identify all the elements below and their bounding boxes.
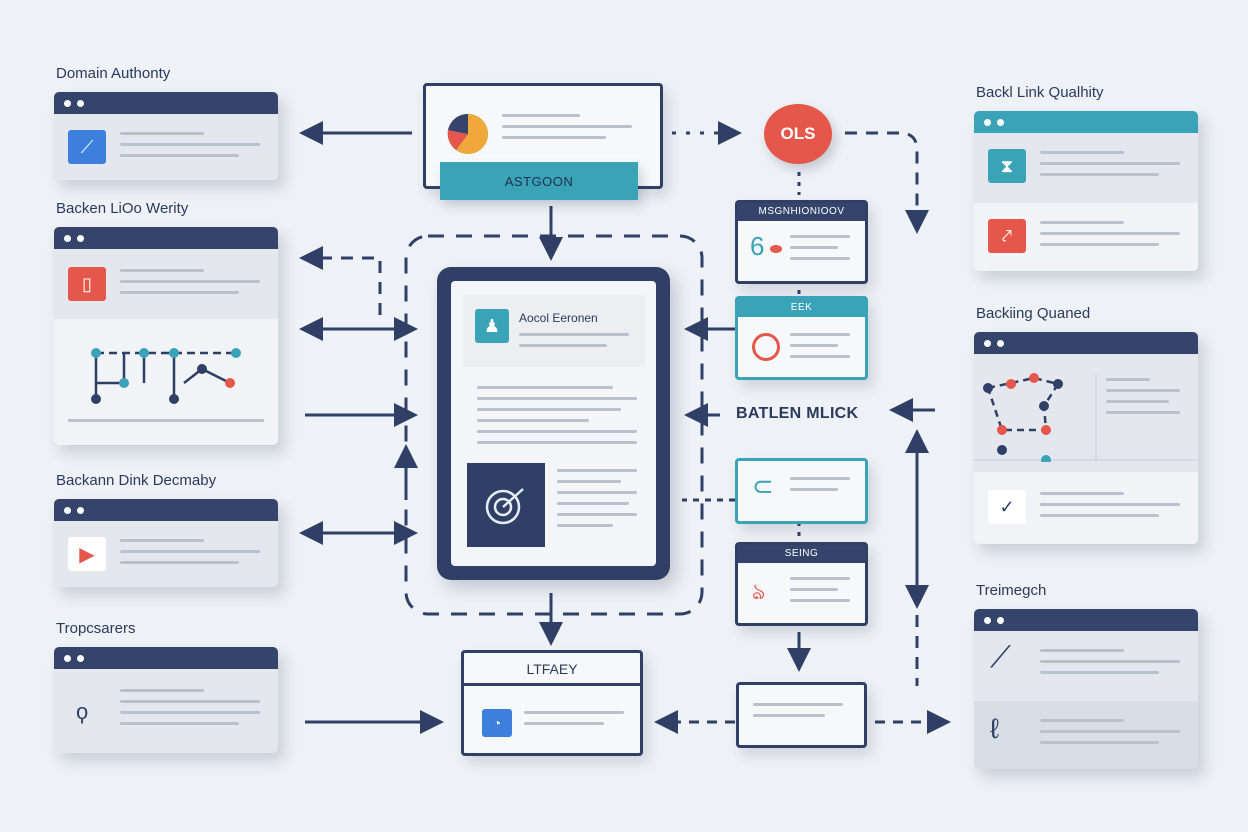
window-backann-dink: ▶ [54,499,278,587]
right-card-1: MSGNHIONIOOV 6 [735,200,868,284]
doc-title: Aocol Eeronen [519,311,598,325]
network-panel [54,319,278,445]
window-titlebar [54,92,278,114]
target-icon [485,488,524,525]
ring-icon [752,333,780,361]
lasso-icon: ϙ [76,699,89,724]
hourglass-icon: ⧗ [988,149,1026,183]
window-backen-lioo: ▯ [54,227,278,445]
arrow [299,246,382,315]
target-tile [467,463,545,547]
document-frame: ♟ Aocol Eeronen [437,267,670,580]
play-icon: ▶ [68,537,106,571]
label-backl-link-quality: Backl Link Qualhity [976,84,1104,101]
bottom-center-card: LTFAEY ◔ [461,650,643,756]
window-titlebar [974,609,1198,631]
card-header: EEK [738,299,865,317]
ols-badge: OLS [764,104,832,164]
chart-pie-icon [447,113,488,154]
label-tropcsarers: Tropcsarers [56,620,136,637]
doc-header: ♟ Aocol Eeronen [463,295,645,367]
label-backen-lioo: Backen LiOo Werity [56,200,189,217]
six-icon: 6 [750,231,765,261]
label-backann-dink: Backann Dink Decmaby [56,472,217,489]
astgoon-button[interactable]: ASTGOON [440,162,638,200]
window-backl-link-quality: ⧗ ⤤ [974,111,1198,271]
window-titlebar [974,111,1198,133]
window-titlebar [54,227,278,249]
red-dot [770,245,782,253]
slash-icon: ⟋ [990,641,1011,674]
arrow [845,131,929,234]
right-card-2: EEK [735,296,868,380]
document-icon: ▯ [68,267,106,301]
document-page: ♟ Aocol Eeronen [451,281,656,566]
window-titlebar [974,332,1198,354]
window-domain-authority: ⟋ [54,92,278,180]
checkmark-icon: ✓ [988,490,1026,524]
bottom-card-title: LTFAEY [526,661,578,677]
window-titlebar [54,499,278,521]
trend-icon: ⟋ [68,130,106,164]
right-card-c: ⊂ [735,458,868,524]
curl-icon: ℓ [990,713,1000,744]
c-icon: ⊂ [752,471,774,501]
label-backiing-quaned: Backiing Quaned [976,305,1091,322]
label-domain-authority: Domain Authonty [56,65,171,82]
batlen-mlick-label: BATLEN MLICK [736,405,859,422]
right-card-3: SEING ঌ [735,542,868,626]
card-header: MSGNHIONIOOV [738,203,865,221]
network-graph [68,348,264,422]
person-icon: ♟ [475,309,509,343]
window-backiing-quaned: ✓ [974,332,1198,544]
dot-icon: ◔ [482,709,512,737]
label-treimegch: Treimegch [976,582,1047,599]
window-treimegch: ⟋ ℓ [974,609,1198,769]
card-header: SEING [738,545,865,563]
window-titlebar [54,647,278,669]
wrench-icon: ⤤ [988,219,1026,253]
graph-panel [974,373,1198,462]
right-card-plain [736,682,867,748]
window-tropcsarers: ϙ [54,647,278,753]
link-icon: ঌ [752,579,766,604]
